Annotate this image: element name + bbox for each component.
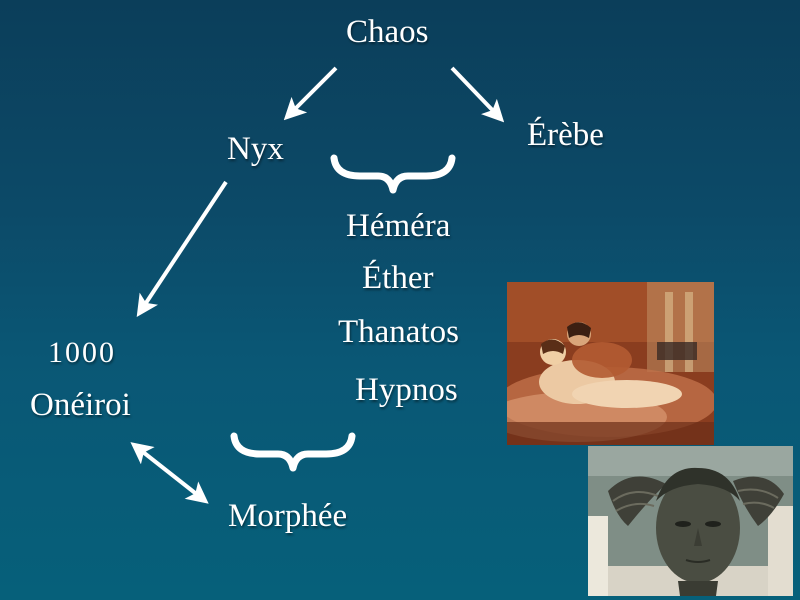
node-thanatos: Thanatos bbox=[338, 314, 459, 350]
painting-image bbox=[507, 282, 714, 445]
node-chaos: Chaos bbox=[346, 14, 429, 50]
node-ether: Éther bbox=[362, 260, 434, 296]
arrow-oneiroi-morphee bbox=[130, 442, 209, 504]
bronze-head-image bbox=[588, 446, 793, 596]
arrow-chaos-erebe bbox=[450, 66, 505, 123]
oneiroi-count: 1000 bbox=[48, 336, 116, 369]
node-hemera: Héméra bbox=[346, 208, 451, 244]
node-nyx: Nyx bbox=[227, 131, 284, 167]
node-oneiroi: Onéiroi bbox=[30, 387, 131, 423]
node-erebe: Érèbe bbox=[527, 117, 604, 153]
brace-hypnos-children bbox=[230, 432, 356, 472]
node-morphee: Morphée bbox=[228, 498, 348, 534]
arrow-chaos-nyx bbox=[283, 66, 338, 121]
node-hypnos: Hypnos bbox=[355, 372, 458, 408]
arrow-nyx-oneiroi bbox=[136, 180, 228, 318]
brace-nyx-children bbox=[330, 154, 456, 194]
